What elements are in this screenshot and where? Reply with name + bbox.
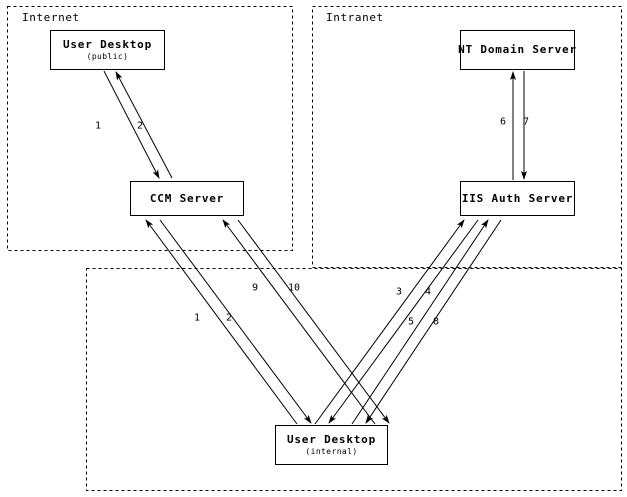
edge-line-1-internal-to-ccm: [145, 219, 298, 425]
edge-line-1-public-to-ccm: [103, 70, 160, 179]
zone-internet-border: [7, 6, 293, 251]
edge-label-8: 8: [432, 316, 440, 328]
edge-line-8-iis-to-internal: [365, 219, 502, 424]
edge-line-9-internal-to-ccm: [222, 219, 376, 425]
node-title-ccm-server: CCM Server: [149, 191, 225, 205]
node-user-desktop-public[interactable]: User Desktop (public): [50, 30, 165, 70]
edge-line-3-internal-to-iis: [314, 219, 465, 425]
zone-label-internet: Internet: [22, 11, 80, 24]
node-title-nt-domain-server: NT Domain Server: [458, 43, 577, 57]
node-user-desktop-internal[interactable]: User Desktop (internal): [275, 425, 388, 465]
zone-label-intranet: Intranet: [326, 11, 384, 24]
node-title-user-desktop-internal: User Desktop: [286, 432, 377, 446]
edge-line-2-ccm-to-internal: [159, 219, 312, 424]
edge-label-2-public: 2: [136, 120, 144, 132]
node-title-iis-auth-server: IIS Auth Server: [461, 191, 574, 205]
node-nt-domain-server[interactable]: NT Domain Server: [458, 30, 577, 70]
zone-intranet-border: [312, 6, 622, 268]
edge-label-1-public: 1: [94, 120, 102, 132]
node-iis-auth-server[interactable]: IIS Auth Server: [460, 181, 575, 216]
edge-label-10: 10: [287, 282, 301, 294]
node-title-user-desktop-public: User Desktop: [62, 37, 153, 51]
node-subtitle-user-desktop-public: (public): [86, 51, 129, 61]
edge-line-10-ccm-to-internal: [237, 219, 390, 424]
edge-label-1-internal: 1: [193, 312, 201, 324]
edge-label-4: 4: [424, 286, 432, 298]
node-ccm-server[interactable]: CCM Server: [130, 181, 244, 216]
node-subtitle-user-desktop-internal: (internal): [305, 446, 358, 456]
edge-line-4-iis-to-internal: [328, 219, 479, 424]
edge-label-3: 3: [395, 286, 403, 298]
edge-label-2-internal: 2: [225, 312, 233, 324]
edge-label-5: 5: [407, 316, 415, 328]
edge-label-9: 9: [251, 282, 259, 294]
edge-label-7: 7: [522, 116, 530, 128]
edge-label-6: 6: [499, 116, 507, 128]
edge-line-2-ccm-to-public: [115, 71, 173, 179]
edge-line-5-internal-to-iis: [351, 219, 489, 425]
